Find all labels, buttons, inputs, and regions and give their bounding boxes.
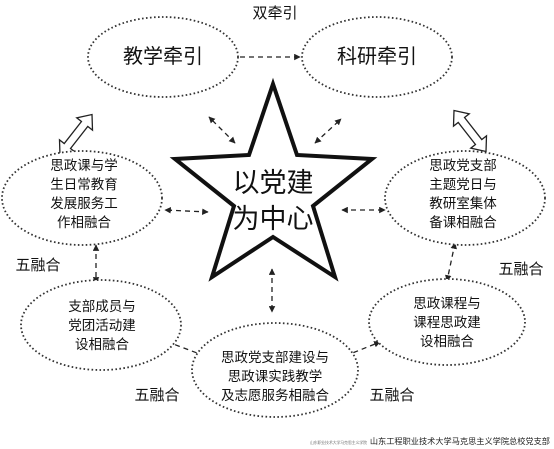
fusion-label-bottom-left: 五融合 bbox=[134, 386, 179, 404]
bottom-line-2: 思政课实践教学 bbox=[228, 369, 323, 385]
left-lower-line-1: 支部成员与 bbox=[68, 299, 136, 315]
left-lower-line-2: 党团活动建 bbox=[68, 318, 136, 334]
teaching-label: 教学牵引 bbox=[123, 44, 203, 68]
fusion-label-left: 五融合 bbox=[15, 256, 60, 274]
arrow-bottom-right-lower bbox=[344, 341, 381, 357]
right-upper-line-4: 备课相融合 bbox=[429, 214, 497, 231]
right-lower-line-3: 设相融合 bbox=[420, 334, 474, 350]
oval-research bbox=[301, 16, 453, 98]
left-lower-line-3: 设相融合 bbox=[75, 337, 129, 353]
oval-bottom bbox=[191, 322, 359, 418]
center-line-1: 以党建 bbox=[233, 168, 314, 199]
center-line-2: 为中心 bbox=[233, 204, 314, 235]
footer-watermark: 山东职业技术大学马克思主义学院山东工程职业技术大学马克思主义学院总校党支部 bbox=[309, 433, 550, 446]
oval-teaching bbox=[87, 16, 239, 98]
top-label: 双牵引 bbox=[252, 4, 297, 22]
fusion-label-bottom-right: 五融合 bbox=[369, 386, 414, 404]
oval-left-lower bbox=[20, 279, 182, 371]
oval-right-upper bbox=[384, 150, 546, 246]
right-lower-line-2: 课程思政建 bbox=[413, 315, 481, 331]
center-star bbox=[169, 77, 378, 282]
left-upper-line-3: 发展服务工 bbox=[50, 196, 118, 212]
oval-left-upper bbox=[1, 150, 163, 246]
bottom-line-1: 思政党支部建设与 bbox=[221, 350, 329, 366]
left-upper-line-4: 作相融合 bbox=[57, 215, 111, 231]
research-label: 科研牵引 bbox=[337, 44, 417, 68]
hollow-arrow-right bbox=[452, 109, 488, 153]
bottom-line-3: 及志愿服务相融合 bbox=[221, 388, 329, 404]
arrow-right-upper-lower bbox=[445, 242, 457, 282]
right-upper-line-2: 主题党日与 bbox=[429, 177, 497, 193]
footer-small-text: 山东职业技术大学马克思主义学院 bbox=[309, 440, 367, 445]
footer-main-text: 山东工程职业技术大学马克思主义学院总校党支部 bbox=[369, 436, 550, 446]
hollow-arrow-left bbox=[58, 113, 94, 157]
right-lower-line-1: 思政课程与 bbox=[413, 296, 481, 312]
ovals bbox=[1, 16, 546, 418]
right-upper-line-3: 教研室集体 bbox=[429, 195, 497, 212]
right-upper-line-1: 思政党支部 bbox=[429, 158, 497, 174]
oval-right-lower bbox=[368, 278, 526, 366]
arrow-star-teaching bbox=[208, 116, 236, 144]
arrow-star-left-upper bbox=[164, 207, 209, 215]
fusion-label-right: 五融合 bbox=[498, 260, 543, 278]
left-upper-line-2: 生日常教育 bbox=[50, 177, 118, 193]
left-upper-line-1: 思政课与学 bbox=[50, 158, 118, 174]
arrow-star-research bbox=[314, 118, 342, 144]
